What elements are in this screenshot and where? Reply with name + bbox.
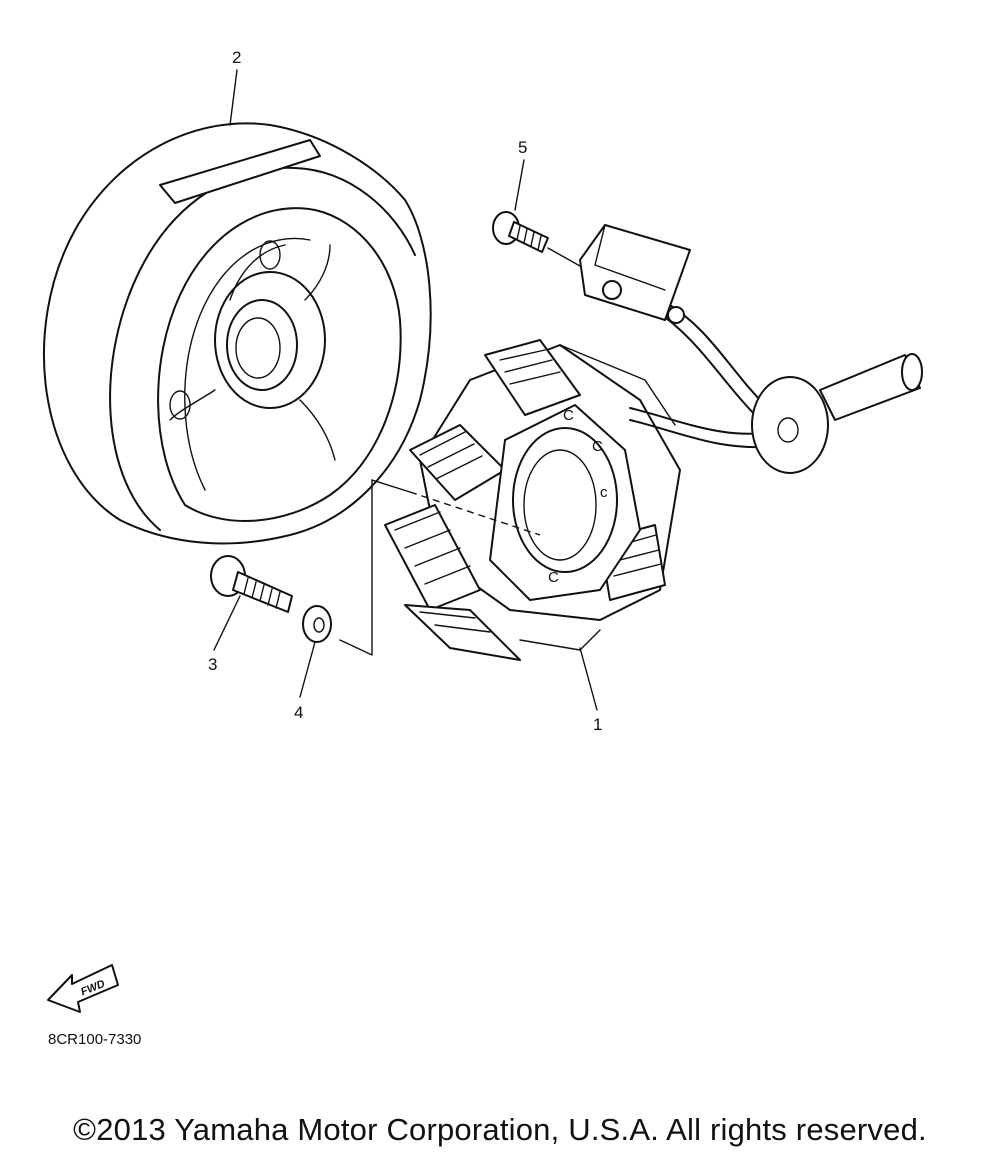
diagram-code: 8CR100-7330 xyxy=(48,1031,141,1048)
rotor-part-2 xyxy=(43,122,432,545)
callout-4: 4 xyxy=(294,703,303,722)
callout-3: 3 xyxy=(208,655,217,674)
assembly-guide-lines xyxy=(339,479,541,656)
stator-part-1: C C c C xyxy=(384,339,681,661)
screw-part-5 xyxy=(492,211,581,267)
grommet xyxy=(751,376,829,474)
wire-harness xyxy=(629,301,923,474)
copyright-notice: ©2013 Yamaha Motor Corporation, U.S.A. A… xyxy=(73,1112,927,1147)
callout-5: 5 xyxy=(518,138,527,157)
callout-1: 1 xyxy=(593,715,602,734)
fwd-arrow-icon: FWD xyxy=(47,964,119,1013)
leader-lines xyxy=(213,69,598,711)
stator-mark: C xyxy=(563,407,574,424)
washer-part-4 xyxy=(302,605,332,643)
stator-mark: C xyxy=(548,569,559,586)
bolt-part-3 xyxy=(210,555,293,613)
stator-mark: C xyxy=(592,438,603,455)
pickup-coil xyxy=(579,224,691,324)
stator-mark: c xyxy=(600,484,608,501)
callout-2: 2 xyxy=(232,48,241,67)
